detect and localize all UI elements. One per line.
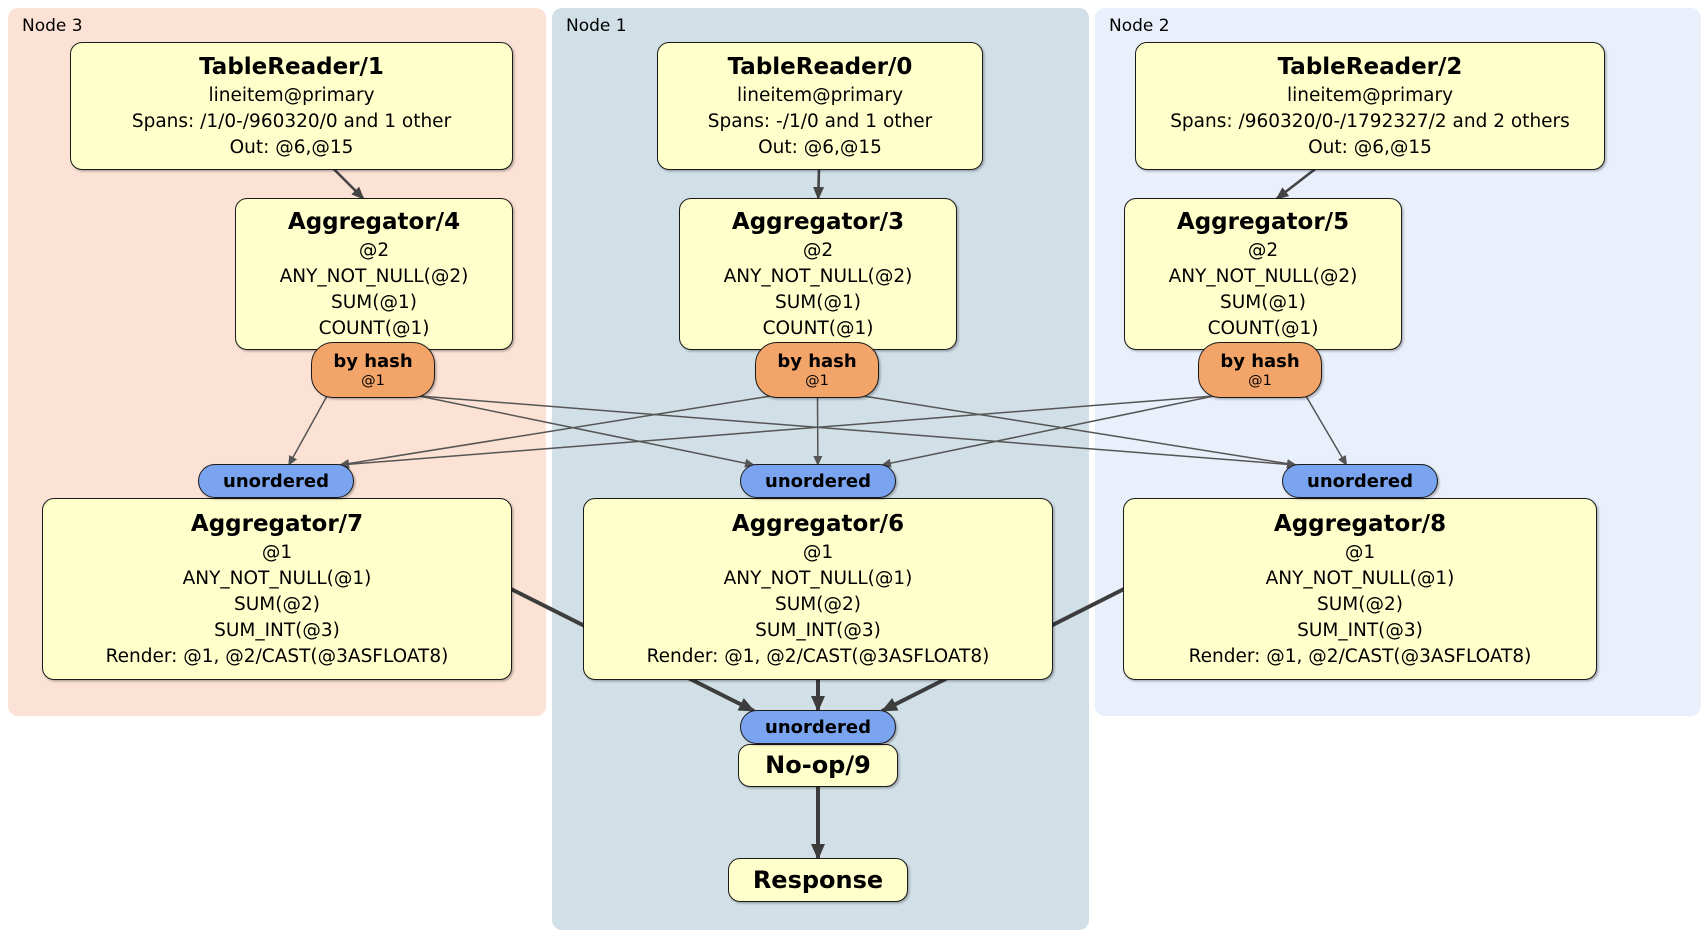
tablereader-0: TableReader/0 lineitem@primary Spans: -/… (657, 42, 983, 170)
detail-line: ANY_NOT_NULL(@1) (1265, 567, 1455, 589)
detail-line: @2 (1247, 239, 1279, 261)
detail-line: Render: @1, @2/CAST(@3ASFLOAT8) (105, 645, 449, 667)
aggregator-4: Aggregator/4 @2 ANY_NOT_NULL(@2) SUM(@1)… (235, 198, 513, 350)
router-4-detail: @1 (361, 372, 385, 389)
aggregator-8: Aggregator/8 @1 ANY_NOT_NULL(@1) SUM(@2)… (1123, 498, 1597, 680)
tablereader-2: TableReader/2 lineitem@primary Spans: /9… (1135, 42, 1605, 170)
detail-line: SUM(@1) (331, 291, 417, 313)
detail-line: lineitem@primary (736, 84, 904, 106)
noop-9-title: No-op/9 (765, 751, 871, 779)
detail-line: @2 (358, 239, 390, 261)
detail-line: SUM_INT(@3) (755, 619, 881, 641)
router-4-label: by hash (333, 350, 413, 372)
detail-line: ANY_NOT_NULL(@2) (1168, 265, 1358, 287)
sync-6: unordered (740, 464, 896, 498)
aggregator-3: Aggregator/3 @2 ANY_NOT_NULL(@2) SUM(@1)… (679, 198, 957, 350)
sync-7: unordered (198, 464, 354, 498)
detail-line: SUM_INT(@3) (1297, 619, 1423, 641)
detail-line: SUM(@1) (1220, 291, 1306, 313)
router-3-label: by hash (777, 350, 857, 372)
tablereader-1: TableReader/1 lineitem@primary Spans: /1… (70, 42, 513, 170)
response-title: Response (752, 865, 884, 894)
tablereader-0-title: TableReader/0 (727, 53, 913, 80)
sync-final-label: unordered (765, 716, 871, 738)
router-5-label: by hash (1220, 350, 1300, 372)
detail-line: ANY_NOT_NULL(@1) (723, 567, 913, 589)
region-node3-label: Node 3 (22, 16, 83, 36)
detail-line: Render: @1, @2/CAST(@3ASFLOAT8) (646, 645, 990, 667)
detail-line: SUM(@2) (775, 593, 861, 615)
sync-8-label: unordered (1307, 470, 1413, 492)
detail-line: lineitem@primary (208, 84, 375, 106)
detail-line: @1 (1344, 541, 1376, 563)
region-node2-label: Node 2 (1109, 16, 1170, 36)
detail-line: ANY_NOT_NULL(@2) (723, 265, 913, 287)
detail-line: Spans: /1/0-/960320/0 and 1 other (131, 110, 452, 132)
region-node1-label: Node 1 (566, 16, 627, 36)
detail-line: ANY_NOT_NULL(@1) (182, 567, 372, 589)
detail-line: lineitem@primary (1286, 84, 1454, 106)
detail-line: COUNT(@1) (1207, 317, 1319, 339)
detail-line: Render: @1, @2/CAST(@3ASFLOAT8) (1188, 645, 1532, 667)
sync-final: unordered (740, 710, 896, 744)
detail-line: Out: @6,@15 (1308, 136, 1432, 158)
detail-line: @1 (261, 541, 293, 563)
detail-line: SUM(@2) (1317, 593, 1403, 615)
router-5-detail: @1 (1248, 372, 1272, 389)
detail-line: SUM(@2) (234, 593, 320, 615)
tablereader-1-title: TableReader/1 (199, 53, 384, 80)
detail-line: @1 (802, 541, 834, 563)
detail-line: COUNT(@1) (762, 317, 874, 339)
aggregator-3-title: Aggregator/3 (731, 208, 905, 235)
aggregator-6: Aggregator/6 @1 ANY_NOT_NULL(@1) SUM(@2)… (583, 498, 1053, 680)
router-3-detail: @1 (805, 372, 829, 389)
aggregator-4-title: Aggregator/4 (287, 208, 461, 235)
router-4: by hash @1 (311, 342, 435, 398)
detail-line: COUNT(@1) (318, 317, 430, 339)
detail-line: Spans: /960320/0-/1792327/2 and 2 others (1170, 110, 1570, 132)
detail-line: Out: @6,@15 (229, 136, 354, 158)
aggregator-8-title: Aggregator/8 (1273, 510, 1447, 537)
sync-7-label: unordered (223, 470, 329, 492)
router-5: by hash @1 (1198, 342, 1322, 398)
aggregator-6-title: Aggregator/6 (731, 510, 905, 537)
aggregator-5-title: Aggregator/5 (1176, 208, 1350, 235)
detail-line: SUM(@1) (775, 291, 861, 313)
response: Response (728, 858, 908, 902)
detail-line: Spans: -/1/0 and 1 other (707, 110, 933, 132)
sync-8: unordered (1282, 464, 1438, 498)
aggregator-7: Aggregator/7 @1 ANY_NOT_NULL(@1) SUM(@2)… (42, 498, 512, 680)
detail-line: @2 (802, 239, 834, 261)
noop-9: No-op/9 (738, 744, 898, 787)
tablereader-2-title: TableReader/2 (1277, 53, 1463, 80)
detail-line: Out: @6,@15 (758, 136, 882, 158)
detail-line: ANY_NOT_NULL(@2) (279, 265, 469, 287)
router-3: by hash @1 (755, 342, 879, 398)
aggregator-7-title: Aggregator/7 (190, 510, 364, 537)
aggregator-5: Aggregator/5 @2 ANY_NOT_NULL(@2) SUM(@1)… (1124, 198, 1402, 350)
detail-line: SUM_INT(@3) (214, 619, 340, 641)
sync-6-label: unordered (765, 470, 871, 492)
